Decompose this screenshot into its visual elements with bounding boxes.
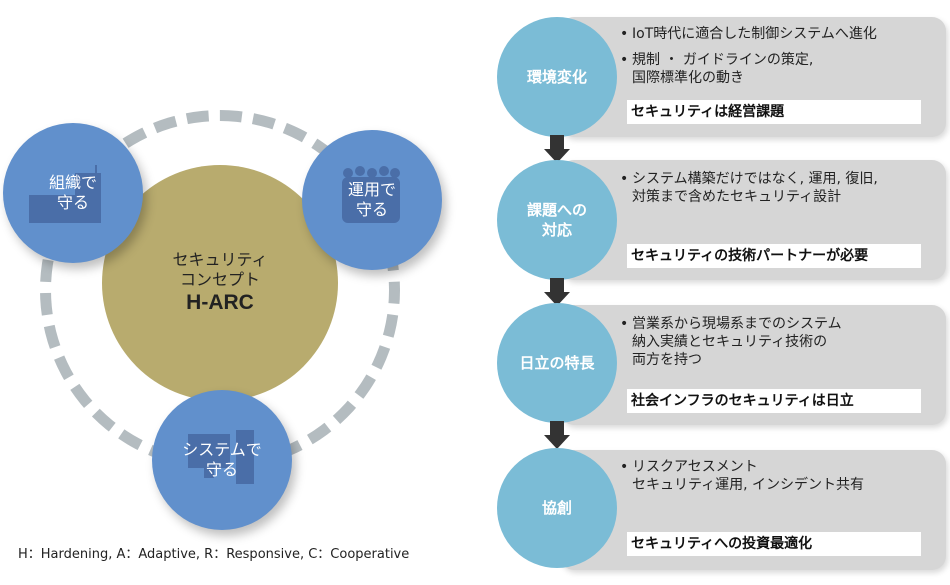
legend-text: H：Hardening, A：Adaptive, R：Responsive, C… [18,547,410,562]
pillar-line1: システムで [182,440,262,459]
concept-line1: セキュリティ [172,250,268,269]
pillar-system: システムで守る [152,390,292,530]
building-icon [29,165,101,223]
pillar-line2: 守る [56,193,89,212]
step-circle: 協創 [497,448,617,568]
conclusion-label: セキュリティへの投資最適化 [627,532,921,556]
concept-circle: セキュリティ コンセプト H-ARC [102,165,338,401]
conclusion-label: 社会インフラのセキュリティは日立 [627,389,921,413]
step-circle: 環境変化 [497,17,617,137]
step-circle: 日立の特長 [497,303,617,423]
pillar-operation: 運用で守る [302,130,442,270]
bullet: IoT時代に適合した制御システムへ進化 [620,25,877,43]
step-box: IoT時代に適合した制御システムへ進化 規制 ・ ガイドラインの策定,国際標準化… [560,17,946,137]
bullet: システム構築だけではなく, 運用, 復旧,対策まで含めたセキュリティ設計 [620,170,878,206]
conclusion-label: セキュリティは経営課題 [627,100,921,124]
computer-icon [188,430,254,484]
bullet: 規制 ・ ガイドラインの策定,国際標準化の動き [620,51,813,87]
pillar-line2: 守る [355,200,388,219]
pillar-line1: 組織で [48,173,97,192]
pillar-organization: 組織で守る [3,123,143,263]
concept-name: H-ARC [186,291,254,314]
people-icon [342,166,400,223]
pillar-line2: 守る [205,460,238,479]
step-box: システム構築だけではなく, 運用, 復旧,対策まで含めたセキュリティ設計 セキュ… [560,160,946,280]
step-circle: 課題への対応 [497,160,617,280]
concept-line2: コンセプト [179,270,260,289]
down-arrow-icon [544,278,570,306]
pillar-line1: 運用で [347,180,396,199]
down-arrow-icon [544,421,570,449]
down-arrow-icon [544,135,570,163]
conclusion-label: セキュリティの技術パートナーが必要 [627,244,921,268]
